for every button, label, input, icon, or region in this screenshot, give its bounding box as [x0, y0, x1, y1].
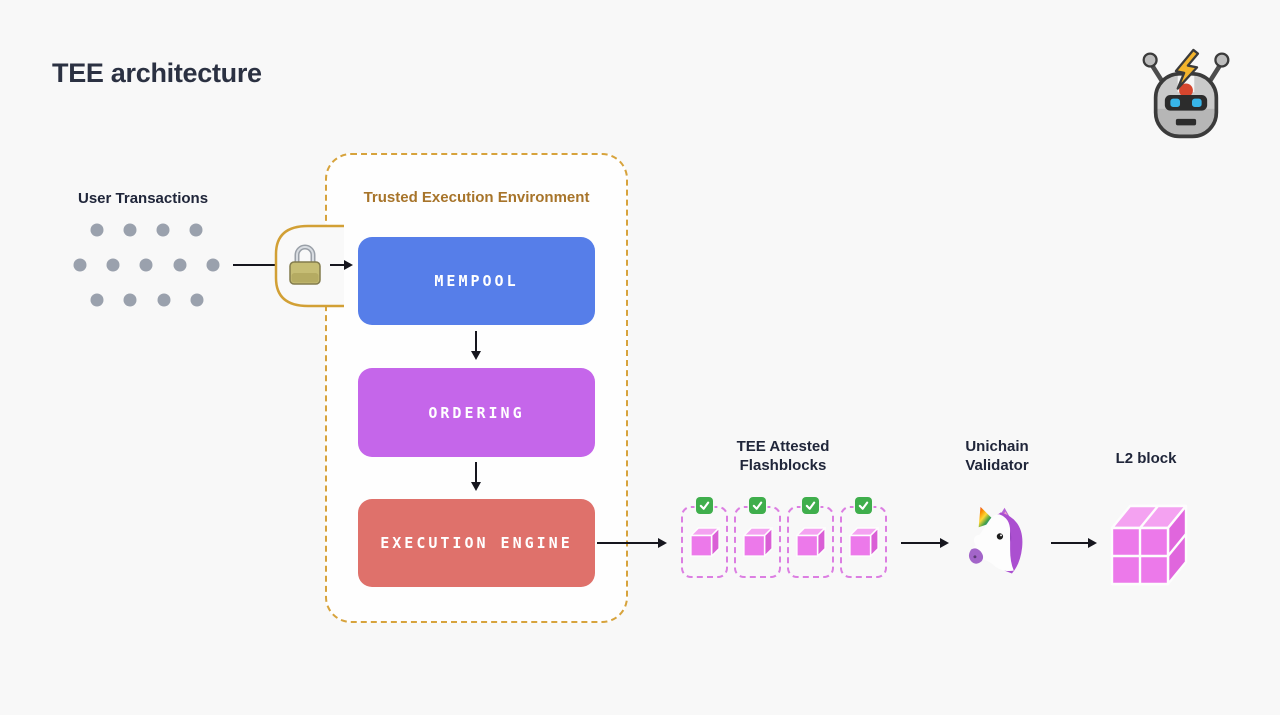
arrow-lock-to-mempool [330, 260, 353, 270]
arrow-validator-to-l2 [1051, 538, 1097, 548]
lock-icon [288, 242, 322, 286]
flashblock [840, 506, 887, 578]
l2-block-cube-icon [1108, 500, 1188, 586]
l2-block-label: L2 block [1115, 450, 1177, 467]
flashblocks-label-line2: Flashblocks [739, 457, 827, 474]
flashblock-cube-icon [848, 526, 880, 565]
stage-mempool: MEMPOOL [358, 237, 595, 325]
check-icon [696, 497, 713, 514]
user-transactions-label: User Transactions [78, 190, 209, 207]
transaction-dots [70, 220, 225, 317]
flashblock-cube-icon [742, 526, 774, 565]
arrow-flashblocks-to-validator [901, 538, 949, 548]
flashbots-robot-icon [1140, 48, 1232, 142]
validator-label-line2: Validator [965, 457, 1029, 474]
stage-ordering: ORDERING [358, 368, 595, 457]
check-icon [749, 497, 766, 514]
stage-execution-label: EXECUTION ENGINE [380, 534, 573, 552]
page-title: TEE architecture [52, 58, 262, 88]
stage-ordering-label: ORDERING [428, 403, 525, 422]
arrow-transactions-to-lock [233, 264, 275, 266]
flashblock [734, 506, 781, 578]
validator-label-line1: Unichain [965, 438, 1029, 455]
stage-mempool-label: MEMPOOL [434, 272, 519, 290]
flashblocks-label: TEE Attested Flashblocks [703, 437, 863, 475]
unicorn-icon [962, 505, 1036, 579]
arrow-execution-to-flashblocks [597, 538, 667, 548]
flashblock [787, 506, 834, 578]
tee-title: Trusted Execution Environment [363, 189, 590, 206]
flashblock-cube-icon [795, 526, 827, 565]
check-icon [855, 497, 872, 514]
arrow-ordering-to-execution [471, 462, 481, 491]
flashblocks-label-line1: TEE Attested [736, 438, 830, 455]
stage-execution: EXECUTION ENGINE [358, 499, 595, 587]
flashblock [681, 506, 728, 578]
validator-label: Unichain Validator [937, 437, 1057, 475]
check-icon [802, 497, 819, 514]
arrow-mempool-to-ordering [471, 331, 481, 360]
flashblock-cube-icon [689, 526, 721, 565]
